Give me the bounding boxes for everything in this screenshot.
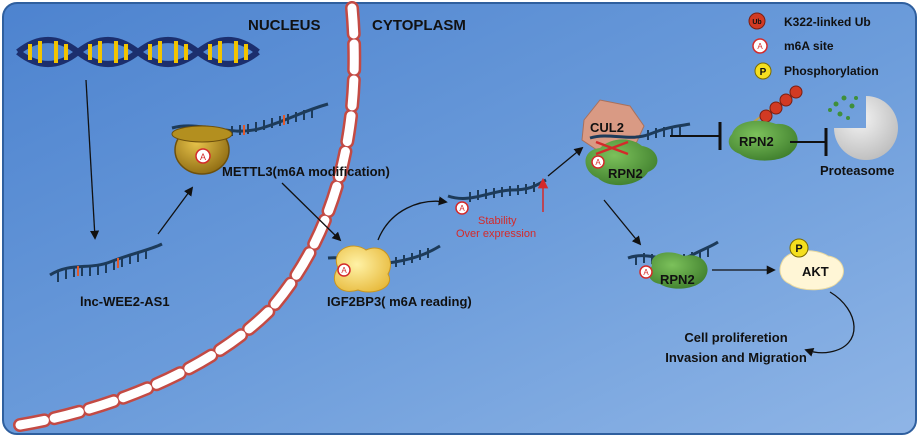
overexpression-label: Over expression: [456, 228, 536, 240]
rpn2-lower-m6a-mark: A: [643, 268, 649, 277]
igf2bp3-reader-icon: A: [333, 245, 391, 293]
phospho-badge-icon: P: [789, 238, 809, 258]
ub-chain-icon: [747, 85, 803, 127]
stabilized-m6a-mark: A: [459, 204, 465, 213]
cytoplasm-label: CYTOPLASM: [372, 17, 466, 34]
arrow-to-rpn2-lower: [603, 199, 642, 246]
arrow-to-cul2-complex: [547, 146, 584, 177]
cul2-rpn2-complex-icon: A: [581, 99, 691, 186]
arrow-to-outcomes: [804, 291, 855, 357]
outcome-invasion: Invasion and Migration: [665, 350, 807, 365]
legend-ub-symbol: Ub: [752, 19, 761, 26]
arrow-to-stabilized: [377, 196, 448, 241]
arrow-to-igf2bp3: [281, 182, 342, 242]
akt-icon: [779, 250, 844, 291]
rpn2-lower-label: RPN2: [660, 272, 695, 287]
inhibition-to-ub-rpn2: [670, 122, 722, 150]
akt-p-label: P: [795, 243, 802, 255]
rpn2-complex-label: RPN2: [608, 166, 643, 181]
proteasome-label: Proteasome: [820, 163, 894, 178]
igf2bp3-label: IGF2BP3( m6A reading): [327, 294, 472, 309]
mettl3-enzyme-icon: A: [171, 125, 233, 175]
arrow-transcription: [85, 79, 100, 240]
lnc-label: lnc-WEE2-AS1: [80, 294, 170, 309]
legend-m6a-symbol: A: [757, 42, 763, 51]
outcome-proliferation: Cell proliferetion: [684, 330, 787, 345]
legend: Ub K322-linked Ub A m6A site P Phosphory…: [748, 12, 879, 80]
rpn2-ub-icon: [728, 120, 798, 161]
stability-label: Stability: [478, 215, 517, 227]
complex-m6a-mark: A: [595, 158, 601, 167]
igf2bp3-m6a-mark: A: [341, 266, 347, 275]
lnc-rna-strand-icon: [49, 242, 163, 282]
nucleus-label: NUCLEUS: [248, 17, 321, 34]
mettl3-m6a-mark: A: [200, 152, 206, 162]
dna-helix-icon: [16, 37, 260, 67]
mettl3-label: METTL3(m6A modification): [222, 164, 390, 179]
legend-p-label: Phosphorylation: [784, 64, 879, 78]
nuclear-membrane: [13, 1, 362, 432]
legend-p-symbol: P: [760, 67, 767, 78]
arrow-to-mettl3: [157, 186, 194, 235]
rpn2-lower-icon: A: [627, 240, 719, 289]
akt-label: AKT: [802, 264, 829, 279]
cul2-label: CUL2: [590, 120, 624, 135]
inhibition-to-proteasome: [790, 128, 828, 156]
proteasome-icon: [828, 95, 898, 160]
rpn2-ub-label: RPN2: [739, 134, 774, 149]
legend-m6a-label: m6A site: [784, 39, 834, 53]
legend-ub-label: K322-linked Ub: [784, 15, 871, 29]
